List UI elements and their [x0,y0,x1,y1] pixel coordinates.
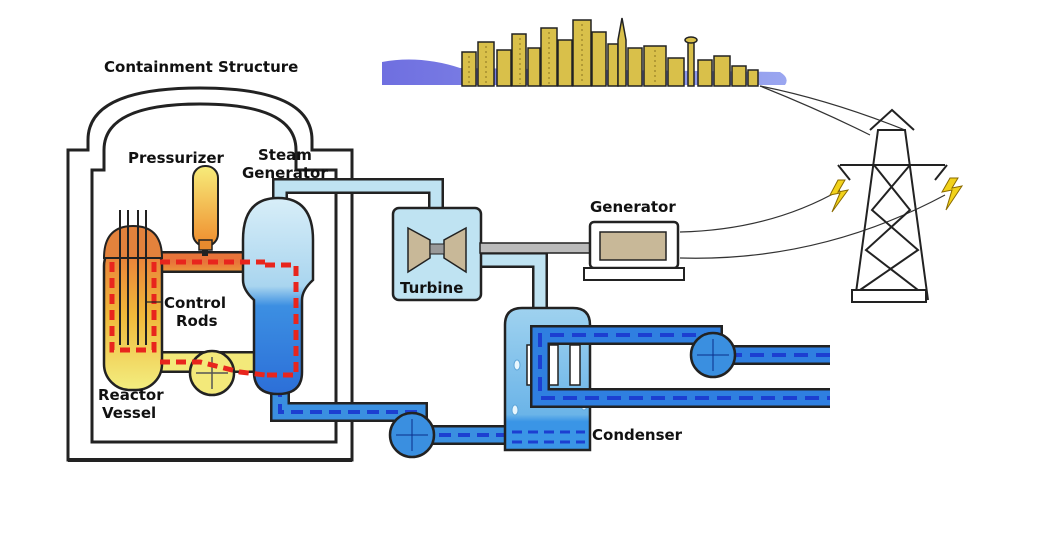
label-steam-generator-line2: Generator [242,164,328,182]
label-pressurizer: Pressurizer [128,149,225,167]
generator [583,220,685,281]
control-rods [119,210,147,345]
power-lines [679,85,946,259]
label-turbine: Turbine [400,279,463,297]
reactor-coolant-pump [188,349,236,397]
lightning-icon [829,177,964,213]
turbine-shaft [479,242,593,254]
city-skyline-icon [382,17,787,87]
label-condenser: Condenser [592,426,683,444]
pressurizer [192,165,219,256]
label-control-rods-line1: Control [164,294,226,312]
turbine [391,206,483,302]
label-control-rods-line2: Rods [176,312,218,330]
label-generator: Generator [590,198,676,216]
steam-pipe [272,178,548,310]
steam-generator [160,196,315,396]
feedwater-pump-icon [388,411,436,459]
cooling-water-loop [530,325,830,408]
label-steam-generator-line1: Steam [258,146,312,164]
reactor-vessel [102,210,164,392]
label-containment-structure: Containment Structure [104,58,298,76]
feedwater-pipe [270,380,515,445]
label-reactor-vessel-line2: Vessel [102,404,156,422]
transmission-tower-icon [837,108,948,303]
label-reactor-vessel-line1: Reactor [98,386,164,404]
